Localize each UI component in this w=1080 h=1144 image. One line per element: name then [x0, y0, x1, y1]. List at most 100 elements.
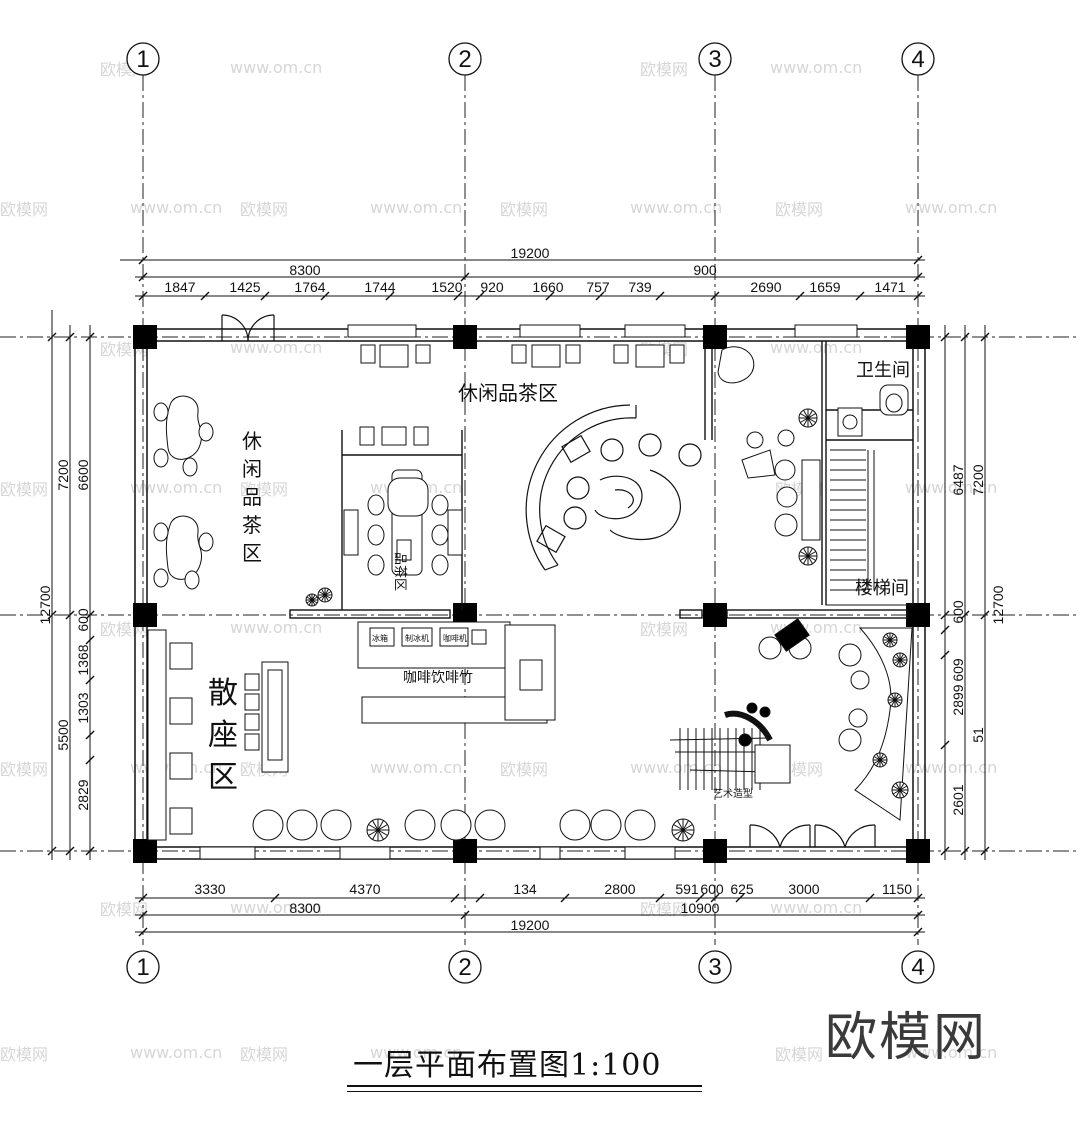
- dimension-tick: [865, 893, 875, 903]
- dimension-tick: [913, 291, 923, 301]
- dimension-tick: [913, 272, 923, 282]
- bottom-round-tables: [252, 809, 656, 841]
- dimension-tick: [65, 332, 75, 342]
- plant: [317, 587, 333, 603]
- dimension-tick: [200, 291, 210, 301]
- dimension-tick: [560, 893, 570, 903]
- watermark-text: 欧模网: [100, 900, 148, 919]
- dimension-tick: [85, 675, 95, 685]
- dim-bottom-sub-left: 8300: [289, 900, 320, 916]
- dim-bottom-segment: 4370: [349, 881, 380, 897]
- dimension-tick: [980, 610, 990, 620]
- curved-lounge: [525, 404, 702, 571]
- round-table-chair: [286, 809, 318, 841]
- room-labels: 休闲品茶区 休 闲 品 茶 区 品茶区 卫生间 楼梯间 散 座 区 咖啡饮啡竹 …: [208, 360, 910, 800]
- plant: [305, 593, 319, 607]
- watermark-url: www.om.cn: [230, 898, 322, 917]
- bottom-dimension-ticks: [138, 893, 923, 937]
- dimension-tick: [475, 291, 485, 301]
- windows: [199, 324, 858, 860]
- toilet-fixtures: [837, 384, 909, 437]
- room-label-seating-3: 区: [208, 760, 238, 795]
- dimension-tick: [138, 291, 148, 301]
- watermark-text: 欧模网: [240, 200, 288, 219]
- watermark-url: www.om.cn: [130, 1043, 222, 1062]
- round-table-chair: [559, 809, 591, 841]
- dimension-tick: [940, 740, 950, 750]
- watermark-text: 欧模网: [640, 900, 688, 919]
- dimension-tick: [913, 927, 923, 937]
- dimension-tick: [545, 291, 555, 301]
- top-dimension-lines: [120, 259, 925, 297]
- dimension-tick: [85, 755, 95, 765]
- watermark-url: www.om.cn: [230, 338, 322, 357]
- top-dimension-ticks: [138, 255, 923, 301]
- watermark-url: www.om.cn: [770, 898, 862, 917]
- dimension-tick: [960, 610, 970, 620]
- watermark-url: www.om.cn: [630, 198, 722, 217]
- dim-top-segment: 1847: [164, 279, 195, 295]
- dim-top-segment: 1659: [809, 279, 840, 295]
- dimension-tick: [85, 610, 95, 620]
- dimension-tick: [450, 893, 460, 903]
- dim-bottom-segment: 1150: [882, 881, 912, 897]
- dimension-tick: [710, 893, 720, 903]
- axis-label-bottom-2: 2: [458, 954, 471, 981]
- plant: [872, 752, 888, 768]
- dimension-tick: [460, 910, 470, 920]
- title-underline: [347, 1085, 702, 1087]
- dimension-tick: [47, 846, 57, 856]
- axis-label-bottom-4: 4: [911, 954, 924, 981]
- dim-bottom-segment: 600: [700, 881, 724, 897]
- dimension-tick: [980, 332, 990, 342]
- round-table-chair: [320, 809, 352, 841]
- left-tea-tables: [153, 395, 214, 590]
- round-table-chair: [252, 809, 284, 841]
- bar-stool: [169, 807, 193, 835]
- dimension-tick: [695, 893, 705, 903]
- dim-right-600: 600: [950, 600, 966, 624]
- dim-top-segment: 1744: [364, 279, 395, 295]
- bar-stool: [244, 733, 260, 751]
- watermark-text: 欧模网: [500, 760, 548, 779]
- side-dimension-lines: [51, 310, 986, 860]
- dim-top-segment: 757: [586, 279, 610, 295]
- plant: [882, 632, 898, 648]
- watermark-text: 欧模网: [775, 1045, 823, 1064]
- bar-stool: [169, 697, 193, 725]
- dimension-tick: [475, 893, 485, 903]
- dimension-tick: [85, 332, 95, 342]
- dim-top-segment: 1764: [294, 279, 325, 295]
- dim-bottom-segment: 3000: [788, 881, 819, 897]
- seating-area-furniture: [147, 629, 289, 841]
- brand-logo: 欧模网: [825, 1008, 988, 1068]
- watermark-url: www.om.cn: [905, 1043, 997, 1062]
- room-label-art: 艺术造型: [713, 787, 753, 800]
- dimension-tick: [138, 272, 148, 282]
- dimension-tick: [940, 846, 950, 856]
- tea-room-furniture: [343, 344, 685, 576]
- dimension-tick: [320, 291, 330, 301]
- watermark-text: 欧模网: [0, 1045, 48, 1064]
- dimension-tick: [138, 927, 148, 937]
- dim-top-sub-right: 900: [693, 262, 717, 278]
- room-label-leisure-tea-left-4: 茶: [242, 513, 262, 537]
- dimension-tick: [940, 650, 950, 660]
- dimension-tick: [85, 846, 95, 856]
- watermark-url: www.om.cn: [130, 198, 222, 217]
- plant: [366, 818, 390, 842]
- dim-top-segment: 2690: [750, 279, 781, 295]
- dim-top-segment: 1660: [532, 279, 563, 295]
- watermark-url: www.om.cn: [370, 1043, 462, 1062]
- dimension-tick: [655, 291, 665, 301]
- dimension-tick: [260, 291, 270, 301]
- axis-label-top-3: 3: [708, 46, 721, 73]
- watermark-url: www.om.cn: [630, 758, 722, 777]
- dimension-tick: [270, 893, 280, 903]
- watermark-url: www.om.cn: [130, 478, 222, 497]
- plant: [671, 818, 695, 842]
- dim-left-1368: 1368: [75, 644, 91, 675]
- bar-stool: [244, 693, 260, 711]
- round-table-chair: [590, 809, 622, 841]
